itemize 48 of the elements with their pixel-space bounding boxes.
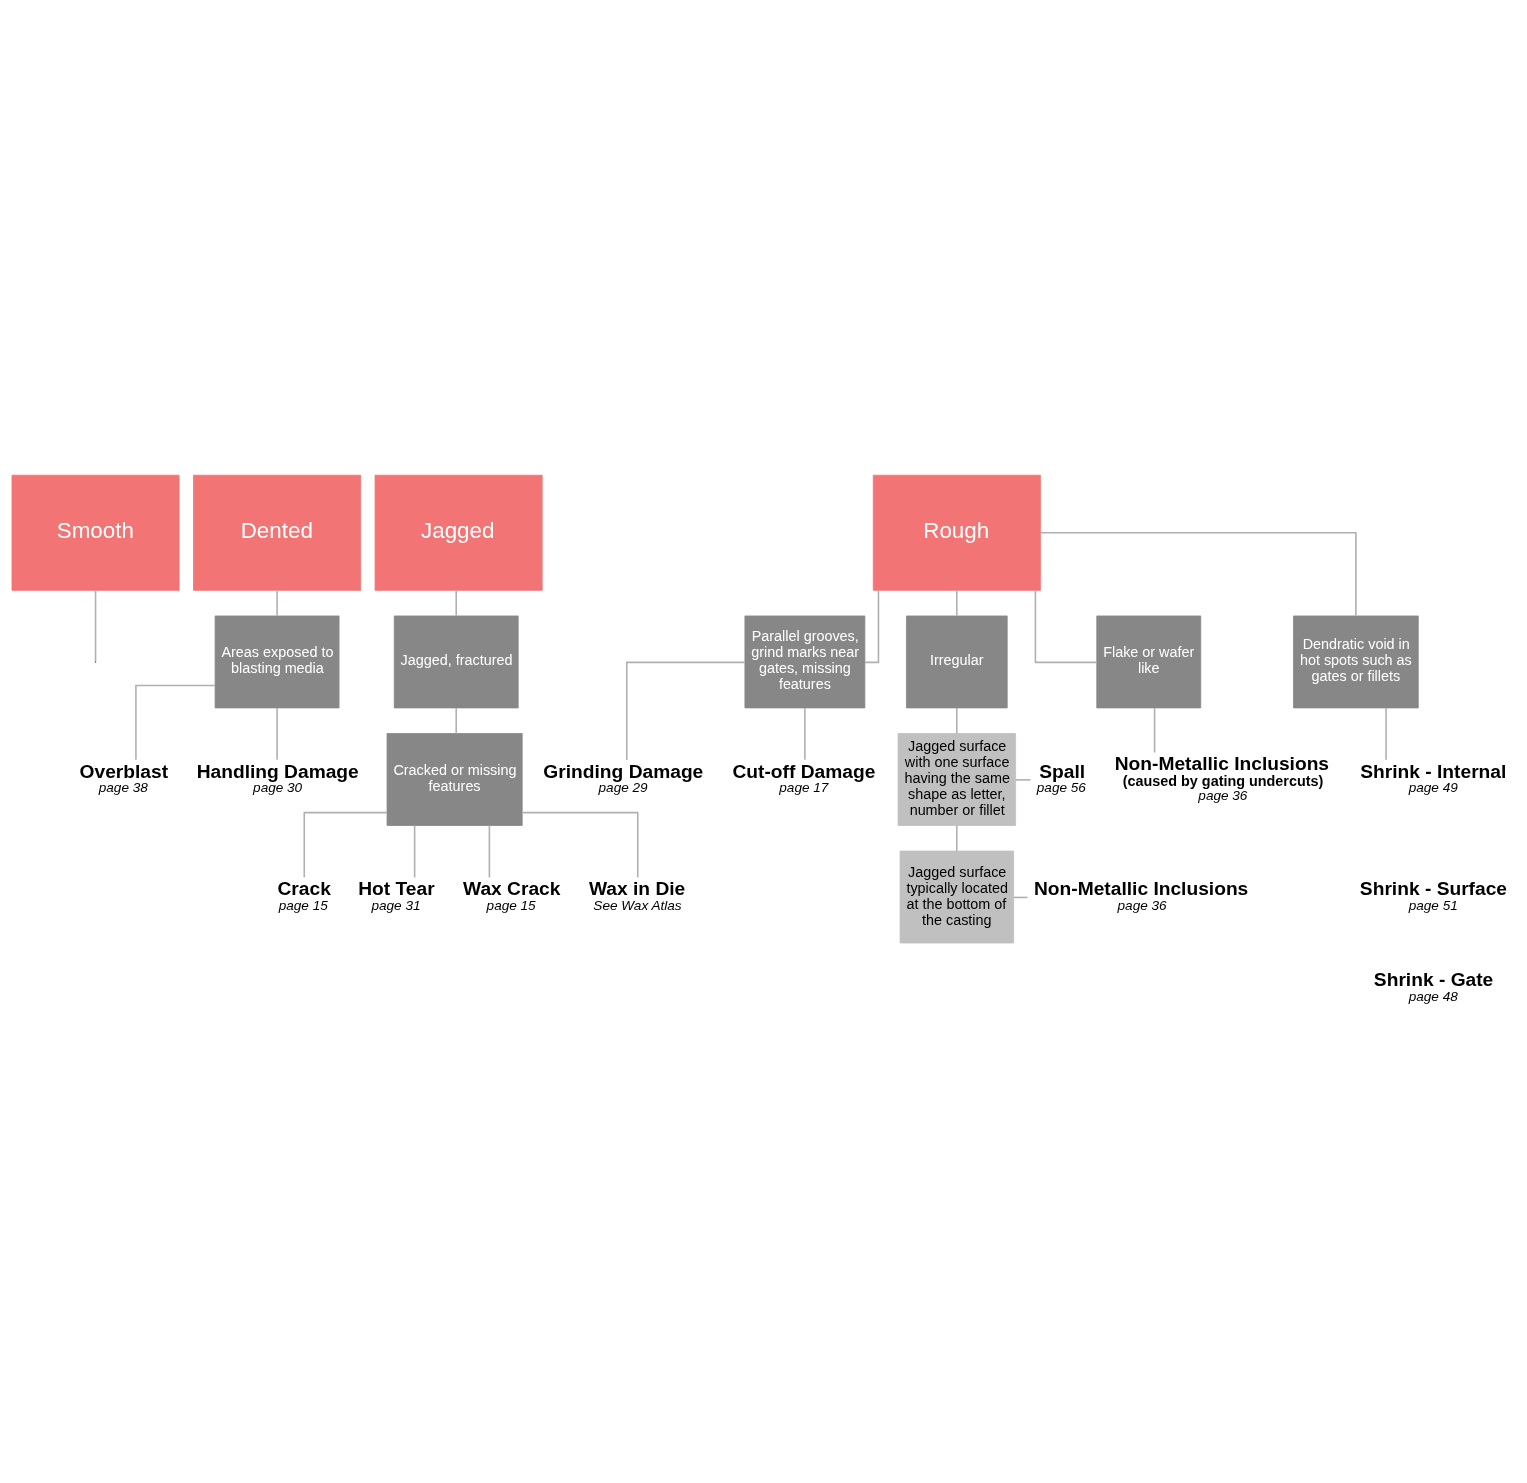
node-box: Dented bbox=[193, 474, 362, 591]
node-text: Shrink - Surface page 51 bbox=[1359, 878, 1508, 913]
connector bbox=[455, 707, 457, 735]
connector bbox=[135, 684, 216, 761]
node-box: Parallel grooves, grind marks near gates, missing features bbox=[744, 615, 866, 709]
node-text: Crack page 15 bbox=[277, 878, 331, 913]
connector bbox=[276, 707, 278, 761]
connector bbox=[1015, 779, 1032, 781]
node-text: Hot Tear page 31 bbox=[358, 878, 435, 913]
node-box: Irregular bbox=[906, 615, 1008, 709]
connector bbox=[488, 824, 491, 879]
connector bbox=[864, 589, 880, 664]
connector bbox=[625, 661, 746, 761]
node-text: Shrink - Internal page 49 bbox=[1360, 760, 1507, 796]
node-box: Smooth bbox=[11, 474, 180, 591]
node-box: Jagged bbox=[374, 474, 543, 591]
node-text: Non-Metallic Inclusions (caused by gating undercuts) page 36 bbox=[1114, 753, 1330, 803]
node-text: Wax in Die See Wax Atlas bbox=[588, 878, 686, 913]
connector bbox=[1039, 532, 1357, 617]
connector bbox=[1153, 707, 1156, 754]
node-box: Jagged surface with one surface having the same shape as letter, number or fillet bbox=[897, 733, 1016, 826]
connector bbox=[94, 589, 97, 663]
connector bbox=[276, 589, 278, 617]
node-text: Handling Damage page 30 bbox=[196, 760, 359, 796]
node-text: Cut-off Damage page 17 bbox=[732, 760, 876, 796]
node-text: Grinding Damage page 29 bbox=[543, 760, 704, 796]
connector bbox=[1385, 707, 1387, 761]
connector bbox=[804, 707, 806, 761]
connector bbox=[303, 811, 388, 879]
node-box: Flake or wafer like bbox=[1096, 615, 1202, 709]
node-text: Overblast page 38 bbox=[79, 760, 169, 796]
connector bbox=[455, 589, 457, 617]
node-box: Areas exposed to blasting media bbox=[214, 615, 340, 709]
connector bbox=[956, 824, 958, 852]
node-box: Dendratic void in hot spots such as gates or fillets bbox=[1293, 615, 1419, 709]
node-text: Non-Metallic Inclusions page 36 bbox=[1034, 878, 1249, 913]
connector bbox=[956, 589, 958, 617]
node-box: Cracked or missing features bbox=[386, 733, 523, 826]
node-box: Rough bbox=[872, 474, 1041, 591]
connector bbox=[1034, 589, 1098, 664]
connector bbox=[521, 811, 639, 879]
node-box: Jagged, fractured bbox=[393, 615, 519, 709]
node-text: Shrink - Gate page 48 bbox=[1373, 969, 1494, 1005]
connector bbox=[956, 707, 958, 735]
node-text: Spall page 56 bbox=[1036, 760, 1086, 796]
connector bbox=[413, 824, 416, 879]
node-text: Wax Crack page 15 bbox=[463, 878, 561, 913]
node-box: Jagged surface typically located at the bottom of the casting bbox=[899, 850, 1014, 944]
